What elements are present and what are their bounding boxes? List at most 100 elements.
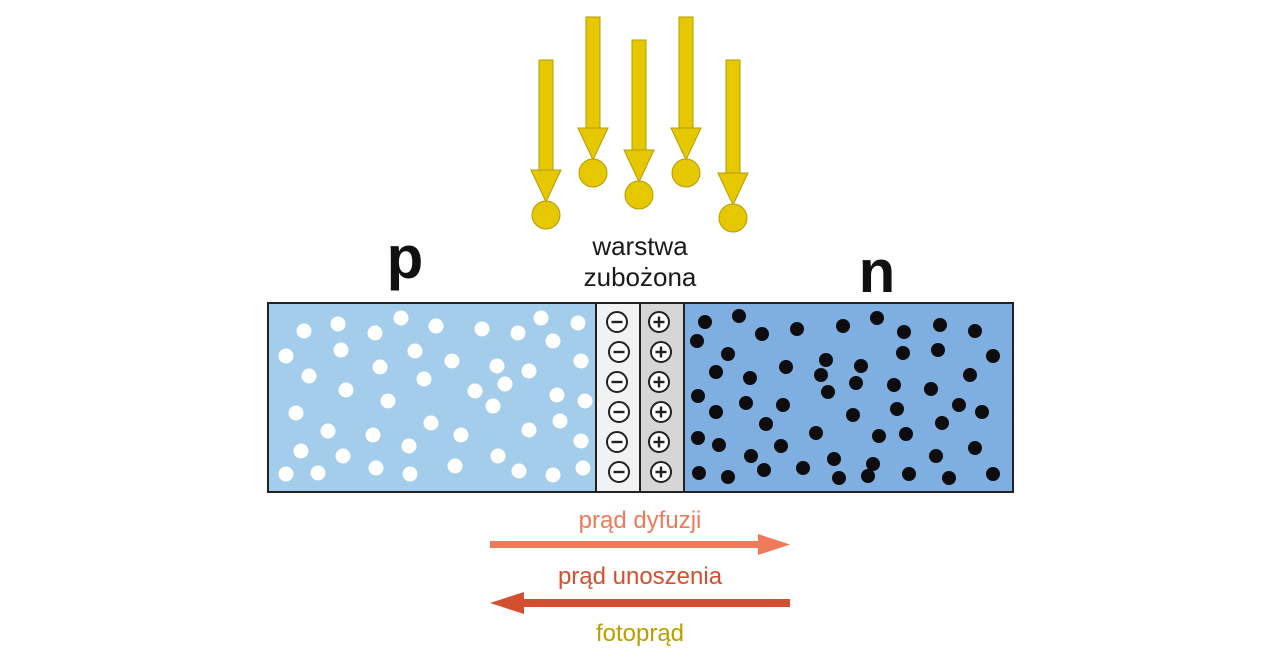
electron-dot-icon	[836, 319, 850, 333]
electron-dot-icon	[963, 368, 977, 382]
hole-dot-icon	[293, 443, 309, 459]
electron-dot-icon	[759, 417, 773, 431]
electron-dot-icon	[691, 389, 705, 403]
hole-dot-icon	[521, 422, 537, 438]
ion-group	[606, 311, 672, 483]
electron-group	[690, 309, 1000, 485]
electron-dot-icon	[821, 385, 835, 399]
hole-dot-icon	[333, 342, 349, 358]
hole-dot-icon	[453, 427, 469, 443]
hole-dot-icon	[365, 427, 381, 443]
hole-dot-icon	[489, 358, 505, 374]
positive-ion-icon	[648, 431, 670, 453]
hole-dot-icon	[320, 423, 336, 439]
hole-dot-icon	[393, 310, 409, 326]
hole-dot-icon	[330, 316, 346, 332]
negative-ion-icon	[606, 371, 628, 393]
electron-dot-icon	[774, 439, 788, 453]
electron-dot-icon	[744, 449, 758, 463]
photon-arrow-icon	[577, 16, 609, 188]
n-region-label: n	[858, 238, 896, 305]
hole-dot-icon	[338, 382, 354, 398]
electron-dot-icon	[890, 402, 904, 416]
hole-dot-icon	[301, 368, 317, 384]
electron-dot-icon	[896, 346, 910, 360]
electron-dot-icon	[899, 427, 913, 441]
electron-dot-icon	[866, 457, 880, 471]
positive-ion-icon	[648, 311, 670, 333]
positive-ion-icon	[650, 401, 672, 423]
hole-dot-icon	[335, 448, 351, 464]
n-region	[684, 303, 1013, 492]
hole-dot-icon	[278, 466, 294, 482]
hole-dot-icon	[444, 353, 460, 369]
drift-arrow-icon	[490, 592, 790, 614]
hole-dot-icon	[288, 405, 304, 421]
electron-dot-icon	[935, 416, 949, 430]
electron-dot-icon	[887, 378, 901, 392]
electron-dot-icon	[809, 426, 823, 440]
hole-dot-icon	[533, 310, 549, 326]
hole-dot-icon	[368, 460, 384, 476]
hole-dot-icon	[511, 463, 527, 479]
hole-dot-icon	[490, 448, 506, 464]
positive-ion-icon	[650, 341, 672, 363]
photon-arrow-icon	[623, 39, 655, 210]
electron-dot-icon	[975, 405, 989, 419]
hole-dot-icon	[372, 359, 388, 375]
electron-dot-icon	[814, 368, 828, 382]
electron-dot-icon	[739, 396, 753, 410]
electron-dot-icon	[827, 452, 841, 466]
electron-dot-icon	[929, 449, 943, 463]
hole-dot-icon	[573, 353, 589, 369]
electron-dot-icon	[968, 324, 982, 338]
electron-dot-icon	[861, 469, 875, 483]
hole-dot-icon	[447, 458, 463, 474]
hole-dot-icon	[428, 318, 444, 334]
hole-dot-icon	[278, 348, 294, 364]
hole-dot-icon	[310, 465, 326, 481]
electron-dot-icon	[692, 466, 706, 480]
electron-dot-icon	[709, 365, 723, 379]
p-region	[268, 303, 596, 492]
hole-dot-icon	[380, 393, 396, 409]
hole-dot-icon	[575, 460, 591, 476]
p-region-label: p	[386, 224, 424, 291]
positive-ion-icon	[650, 461, 672, 483]
hole-dot-icon	[296, 323, 312, 339]
hole-dot-icon	[467, 383, 483, 399]
hole-dot-icon	[570, 315, 586, 331]
electron-dot-icon	[924, 382, 938, 396]
electron-dot-icon	[757, 463, 771, 477]
electron-dot-icon	[952, 398, 966, 412]
hole-group	[278, 310, 593, 483]
depletion-label-line2: zubożona	[583, 262, 697, 292]
electron-dot-icon	[849, 376, 863, 390]
hole-dot-icon	[423, 415, 439, 431]
electron-dot-icon	[897, 325, 911, 339]
hole-dot-icon	[474, 321, 490, 337]
photon-group	[530, 16, 749, 233]
electron-dot-icon	[819, 353, 833, 367]
hole-dot-icon	[573, 433, 589, 449]
electron-dot-icon	[721, 470, 735, 484]
electron-dot-icon	[872, 429, 886, 443]
electron-dot-icon	[691, 431, 705, 445]
photon-arrow-icon	[717, 59, 749, 233]
hole-dot-icon	[545, 467, 561, 483]
electron-dot-icon	[732, 309, 746, 323]
hole-dot-icon	[497, 376, 513, 392]
hole-dot-icon	[577, 393, 593, 409]
hole-dot-icon	[401, 438, 417, 454]
depletion-label-line1: warstwa	[592, 231, 688, 261]
hole-dot-icon	[407, 343, 423, 359]
electron-dot-icon	[776, 398, 790, 412]
electron-dot-icon	[743, 371, 757, 385]
electron-dot-icon	[790, 322, 804, 336]
electron-dot-icon	[709, 405, 723, 419]
electron-dot-icon	[712, 438, 726, 452]
electron-dot-icon	[854, 359, 868, 373]
hole-dot-icon	[521, 363, 537, 379]
depletion-negative-side	[596, 303, 640, 492]
electron-dot-icon	[933, 318, 947, 332]
